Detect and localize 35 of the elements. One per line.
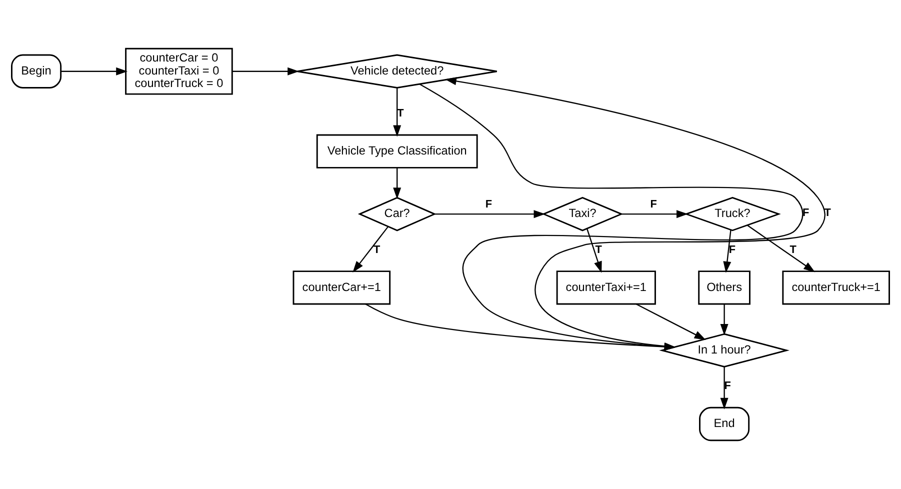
node-diamond: In 1 hour? [659,333,790,368]
node-box: counterTruck+=1 [782,270,890,305]
edge-label: T [397,107,404,120]
edge-label: F [650,198,657,210]
node-box: counterCar = 0 counterTaxi = 0 counterTruck = 0 [125,48,233,95]
arrow [622,210,688,218]
node-box: counterCar+=1 [292,270,391,305]
arrow [393,168,402,200]
edge-label: F [485,198,492,210]
edge-label: T [790,244,796,256]
node-box: Others [698,270,750,305]
node-diamond: Taxi? [542,196,624,232]
arrow [393,88,402,137]
arrow [636,304,706,340]
edge-label: T [373,244,380,256]
node-box: Vehicle Type Classification [316,134,478,168]
arrow [720,366,728,410]
edge-label: F [802,206,810,219]
arrow [434,210,546,218]
node-box: Begin [11,54,62,88]
edge-label: F [724,380,731,392]
arrow [723,230,732,273]
arrow [746,224,816,272]
node-box: counterTaxi+=1 [556,270,656,305]
edge-label: F [728,244,736,256]
arrow [232,67,300,76]
arrow [586,228,602,273]
node-diamond: Vehicle detected? [296,54,498,88]
arrow [352,226,388,273]
arrow [720,304,728,336]
node-diamond: Car? [358,196,436,232]
arrow [61,67,128,76]
edge-label: T [595,244,602,256]
node-diamond: Truck? [684,196,781,232]
node-box: End [699,406,750,442]
